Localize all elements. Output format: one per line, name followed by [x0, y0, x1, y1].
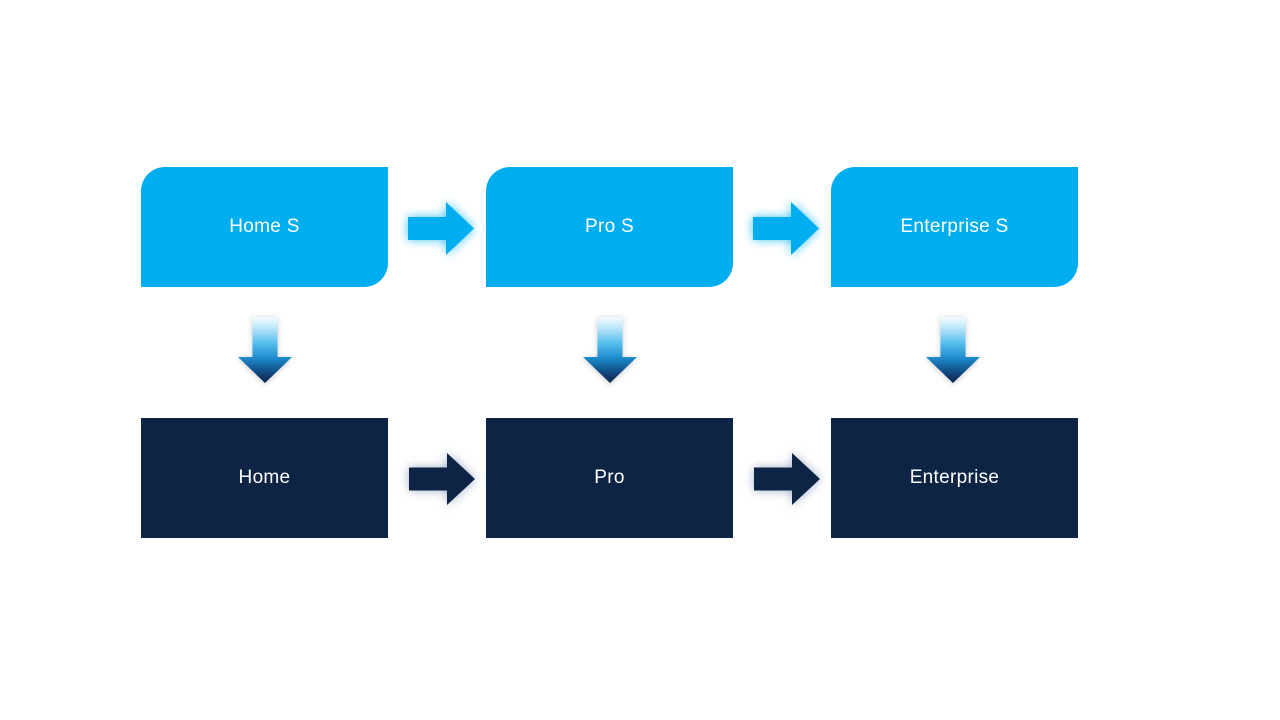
stage-box-label: Home — [238, 467, 291, 488]
stage-box-pro-s: Pro S — [486, 167, 733, 287]
stage-box-label: Pro — [594, 467, 625, 488]
stage-box-pro: Pro — [486, 418, 733, 538]
stage-box-home: Home — [141, 418, 388, 538]
down-arrow-icon — [583, 317, 637, 383]
stage-box-label: Home S — [229, 216, 300, 237]
stage-box-home-s: Home S — [141, 167, 388, 287]
stage-box-label: Pro S — [584, 216, 635, 237]
stage-box-enterprise-s: Enterprise S — [831, 167, 1078, 287]
right-arrow-icon — [754, 453, 820, 505]
right-arrow-icon — [753, 202, 819, 255]
down-arrow-icon — [238, 317, 292, 383]
stage-box-label: Enterprise S — [900, 216, 1009, 237]
right-arrow-icon — [408, 202, 474, 255]
down-arrow-icon — [926, 317, 980, 383]
stage-box-enterprise: Enterprise — [831, 418, 1078, 538]
right-arrow-icon — [409, 453, 475, 505]
stage-box-label: Enterprise — [909, 467, 1000, 488]
